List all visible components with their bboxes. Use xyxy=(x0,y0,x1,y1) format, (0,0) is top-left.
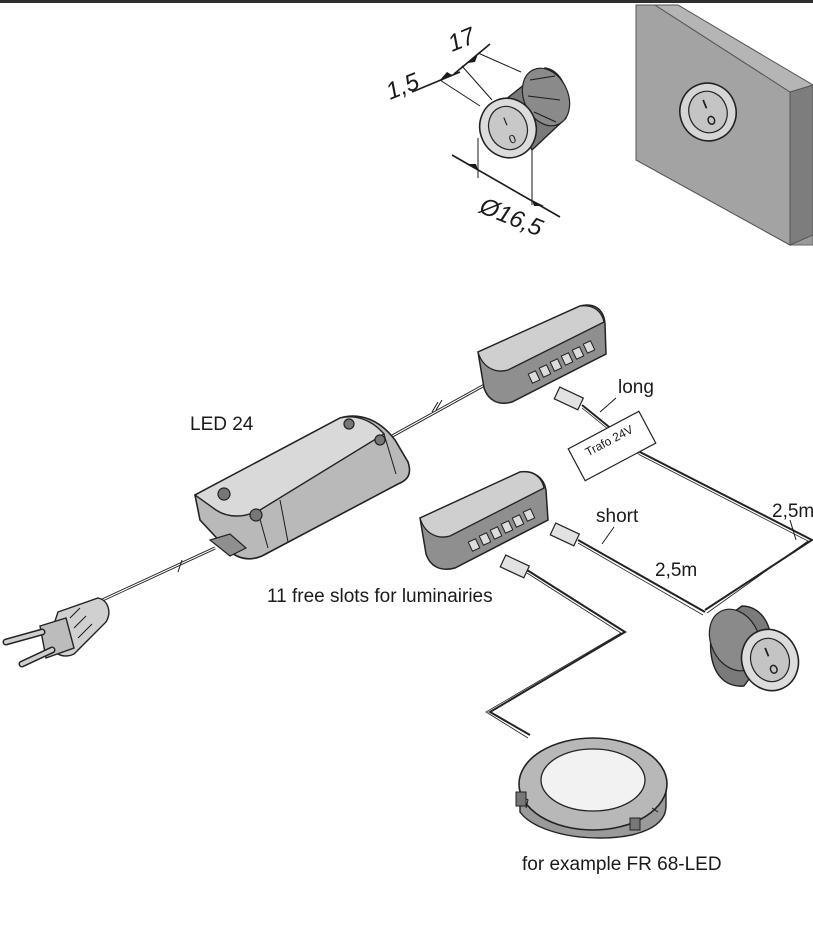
length-short-label: 2,5m xyxy=(655,560,697,581)
connector xyxy=(499,554,531,579)
example-label: for example FR 68-LED xyxy=(522,854,722,875)
switch-off-mark: 0 xyxy=(507,131,519,147)
plug-icon xyxy=(2,597,110,668)
driver-label: LED 24 xyxy=(190,414,254,435)
distributor-icon xyxy=(419,470,549,570)
switch-dimension-drawing: I 0 17 1,5 Ø16,5 xyxy=(382,22,571,242)
top-bar xyxy=(0,0,813,3)
switch-on-mark: I xyxy=(501,114,509,128)
long-label: long xyxy=(618,377,654,398)
wall-panel xyxy=(635,4,813,246)
dimension-depth: 17 xyxy=(444,22,480,58)
dimension-diameter: Ø16,5 xyxy=(475,192,547,242)
rocker-switch-icon xyxy=(679,82,737,142)
switch-assembly xyxy=(708,605,800,692)
distributor-icon xyxy=(477,304,607,404)
downlight-icon xyxy=(515,737,668,839)
short-wire xyxy=(577,539,706,613)
short-label: short xyxy=(596,506,639,527)
rocker-switch-icon: I 0 xyxy=(478,97,538,159)
free-slots-label: 11 free slots for luminairies xyxy=(267,586,493,607)
trafo-tag: Trafo 24V xyxy=(567,410,657,482)
connector xyxy=(553,386,585,411)
luminaire-wire xyxy=(488,569,627,736)
length-long-label: 2,5m xyxy=(772,501,813,522)
connector xyxy=(549,522,581,547)
led-driver xyxy=(193,415,411,560)
dimension-bezel: 1,5 xyxy=(382,68,424,106)
rocker-switch-icon xyxy=(740,628,800,692)
